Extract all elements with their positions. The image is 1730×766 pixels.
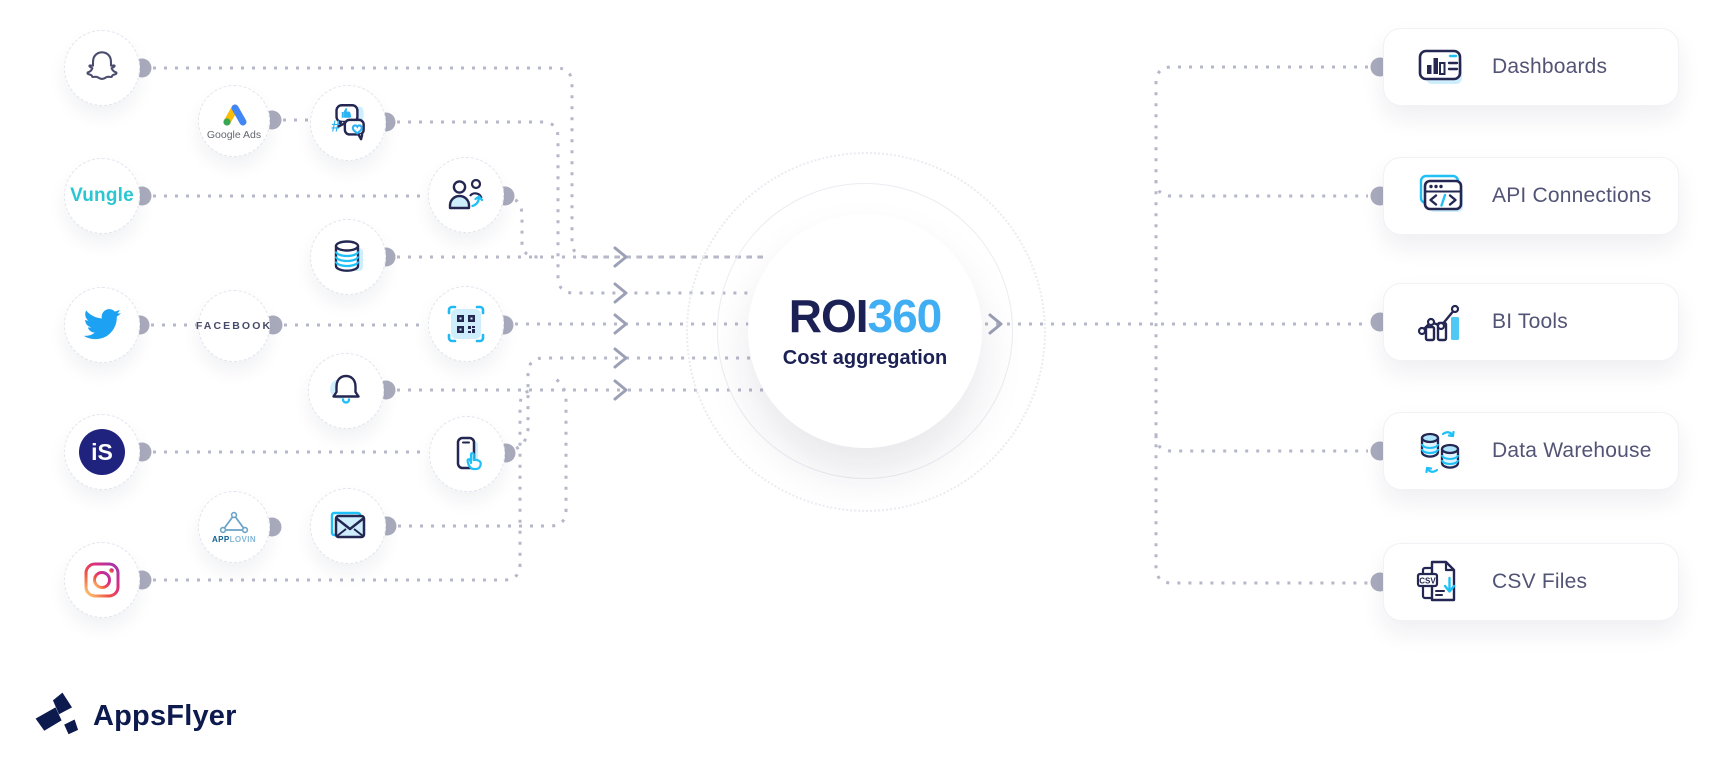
source-database [310,219,386,295]
output-label: Data Warehouse [1492,439,1652,462]
csv-files-icon: CSV [1416,560,1456,602]
snapchat-icon [86,51,118,81]
appsflyer-wordmark: AppsFlyer [93,699,237,732]
output-card-csv-files: CSV CSV Files [1383,543,1679,621]
source-ironsource: iS [64,414,140,490]
twitter-icon [83,309,122,340]
csv-badge-text: CSV [1419,577,1436,586]
appsflyer-mark-icon [35,692,79,735]
facebook-label: FACEBOOK [195,320,273,332]
source-facebook: FACEBOOK [195,290,273,362]
source-mail [310,488,386,564]
source-bell [308,353,384,429]
hub-subtitle: Cost aggregation [782,346,948,369]
source-social-engagement: # [310,85,386,161]
source-qr-code [428,286,504,362]
api-connections-icon [1419,174,1463,212]
source-twitter [64,287,140,363]
dashboards-icon [1418,49,1462,84]
google-ads-label: Google Ads [206,129,262,141]
source-phone-tap [429,416,505,492]
output-label: CSV Files [1492,570,1588,593]
applovin-icon [219,511,249,533]
source-applovin: APPLOVIN [198,491,270,563]
appsflyer-logo: AppsFlyer [33,690,237,742]
mail-icon [330,511,366,539]
bi-tools-icon [1417,304,1460,342]
ironsource-logo: iS [79,429,125,475]
social-engagement-icon: # [331,104,365,141]
roi360-hub: ROI360 Cost aggregation [685,151,1046,512]
hub-title: ROI360 [788,289,943,342]
hub-inner-ring [717,183,1013,479]
bell-icon [330,374,360,404]
source-snapchat [64,30,140,106]
applovin-label: APPLOVIN [211,534,257,544]
source-users [428,157,504,233]
data-warehouse-icon [1420,430,1460,474]
output-card-api-connections: API Connections [1383,157,1679,235]
hash-glyph: # [331,118,340,135]
source-google-ads: Google Ads [198,85,270,157]
output-card-data-warehouse: Data Warehouse [1383,412,1679,490]
output-label: API Connections [1492,184,1652,207]
hub-outer-ring [686,152,1046,512]
users-icon [448,178,484,210]
qr-code-icon [447,305,485,343]
hub-core: ROI360 Cost aggregation [748,214,982,448]
instagram-icon [84,562,120,598]
output-label: Dashboards [1492,55,1608,78]
source-vungle: Vungle [64,158,140,234]
vungle-label: Vungle [70,185,134,206]
source-instagram [64,542,140,618]
google-ads-icon [223,104,247,126]
database-icon [334,240,363,272]
output-card-bi-tools: BI Tools [1383,283,1679,361]
output-label: BI Tools [1492,310,1568,333]
phone-tap-icon [456,436,482,471]
output-card-dashboards: Dashboards [1383,28,1679,106]
